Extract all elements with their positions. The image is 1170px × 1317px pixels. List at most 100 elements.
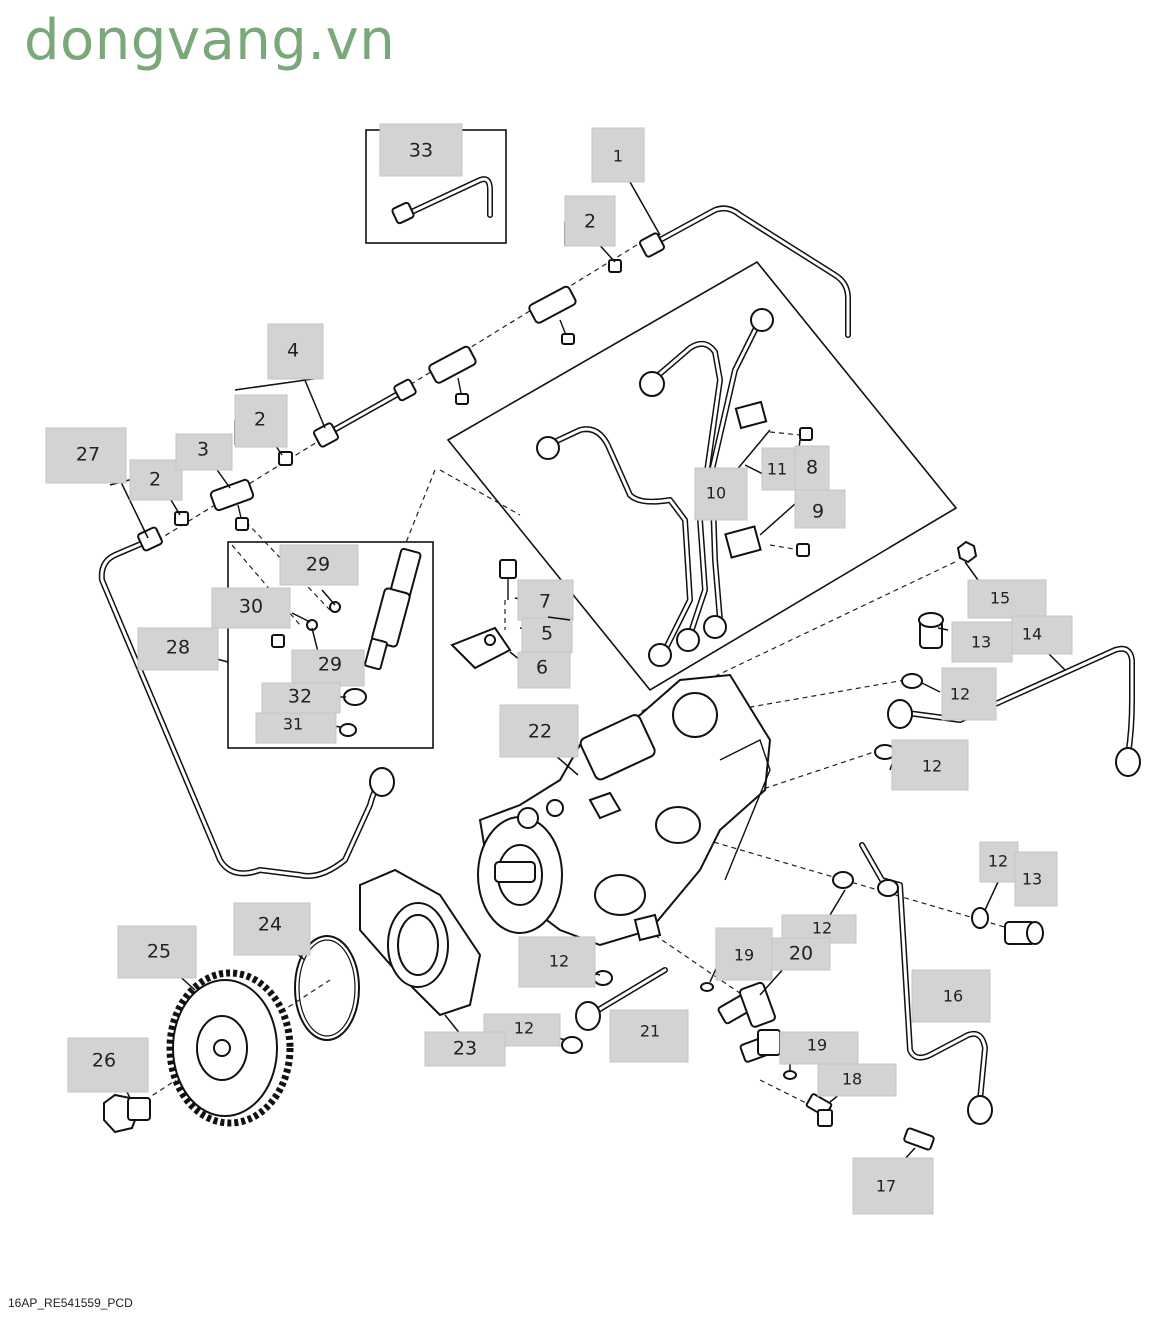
callout-13: 13 — [1014, 851, 1058, 907]
part-14-tube — [887, 645, 1141, 777]
washer-12a — [901, 673, 923, 689]
part-4-tube — [313, 378, 417, 448]
svg-text:4: 4 — [287, 340, 299, 362]
frame-injection-lines — [446, 260, 958, 692]
callout-8: 8 — [794, 445, 830, 491]
nut-2c — [174, 511, 189, 526]
part-17-fitting — [903, 1127, 935, 1151]
callout-19: 19 — [715, 927, 773, 981]
callout-24: 24 — [233, 902, 311, 956]
callout-32: 32 — [261, 682, 341, 714]
svg-text:23: 23 — [453, 1038, 477, 1060]
svg-text:12: 12 — [988, 852, 1008, 871]
part-28-tube — [98, 526, 395, 879]
svg-text:32: 32 — [288, 686, 312, 708]
callout-30: 30 — [211, 587, 291, 629]
callout-1: 1 — [591, 127, 645, 183]
nut-2b — [278, 451, 293, 466]
part-6-clamp — [450, 626, 512, 670]
frame-injector-kit — [227, 541, 434, 749]
callout-12: 12 — [781, 914, 857, 944]
part-24-o-ring — [294, 935, 360, 1041]
svg-text:2: 2 — [149, 469, 161, 491]
svg-text:9: 9 — [812, 501, 824, 523]
callout-7: 7 — [517, 579, 574, 621]
svg-text:2: 2 — [254, 409, 266, 431]
injection-lines — [536, 308, 813, 667]
svg-text:20: 20 — [789, 943, 813, 965]
callout-27: 27 — [45, 427, 127, 484]
callout-28: 28 — [137, 627, 219, 671]
svg-text:12: 12 — [549, 952, 569, 971]
callout-3: 3 — [175, 433, 233, 471]
callout-4: 4 — [267, 323, 324, 380]
svg-text:16: 16 — [943, 987, 963, 1006]
callout-2: 2 — [129, 459, 183, 501]
callout-13: 13 — [951, 621, 1013, 663]
callout-18: 18 — [817, 1063, 897, 1097]
callout-26: 26 — [67, 1037, 149, 1093]
callout-12: 12 — [941, 667, 997, 721]
callout-23: 23 — [424, 1031, 506, 1067]
svg-text:17: 17 — [876, 1177, 896, 1196]
callout-12: 12 — [518, 936, 596, 988]
svg-text:12: 12 — [950, 685, 970, 704]
svg-text:29: 29 — [318, 654, 342, 676]
document-code: 16AP_RE541559_PCD — [8, 1296, 133, 1310]
callout-12: 12 — [891, 739, 969, 791]
svg-text:31: 31 — [283, 715, 303, 734]
part-26-nut — [103, 1093, 151, 1134]
callout-29: 29 — [291, 649, 365, 687]
callout-17: 17 — [852, 1157, 934, 1215]
svg-text:24: 24 — [258, 914, 282, 936]
callout-19: 19 — [779, 1031, 859, 1065]
svg-text:33: 33 — [409, 140, 433, 162]
part-15-nut — [956, 540, 978, 564]
part-16-tube — [859, 842, 993, 1125]
callout-29: 29 — [279, 544, 359, 586]
callout-15: 15 — [967, 579, 1047, 619]
part-7-screw — [499, 559, 517, 600]
callout-2: 2 — [564, 195, 616, 247]
part-23-adapter — [359, 868, 482, 1017]
part-33-tube — [391, 176, 493, 225]
svg-text:8: 8 — [806, 457, 818, 479]
svg-text:5: 5 — [541, 623, 553, 645]
svg-text:7: 7 — [539, 591, 551, 613]
part-21-bolt — [561, 967, 668, 1054]
svg-text:14: 14 — [1022, 625, 1042, 644]
callout-31: 31 — [255, 712, 337, 744]
washer-12c — [832, 871, 854, 889]
callout-14: 14 — [1011, 615, 1073, 655]
part-13-plug-lower — [1004, 921, 1044, 945]
washer-12d — [971, 907, 989, 929]
part-1-tube — [639, 205, 851, 338]
callout-22: 22 — [499, 704, 579, 758]
svg-text:13: 13 — [971, 633, 991, 652]
svg-text:13: 13 — [1022, 870, 1042, 889]
callout-6: 6 — [517, 651, 571, 689]
watermark: dongvang.vn — [24, 8, 396, 73]
callout-12: 12 — [979, 841, 1019, 883]
svg-text:21: 21 — [640, 1022, 660, 1041]
svg-text:12: 12 — [922, 757, 942, 776]
svg-text:22: 22 — [528, 721, 552, 743]
svg-text:10: 10 — [706, 484, 726, 503]
callout-33: 33 — [379, 123, 463, 177]
callout-20: 20 — [771, 937, 831, 971]
callout-2: 2 — [234, 394, 288, 448]
callout-25: 25 — [117, 925, 197, 979]
tee-fitting-upper — [528, 285, 577, 345]
injector — [271, 547, 422, 737]
svg-text:28: 28 — [166, 637, 190, 659]
fuel-injection-pump — [477, 673, 772, 947]
callout-9: 9 — [794, 489, 846, 529]
callout-21: 21 — [609, 1009, 689, 1063]
svg-text:25: 25 — [147, 941, 171, 963]
callout-5: 5 — [521, 617, 573, 654]
svg-text:26: 26 — [92, 1050, 116, 1072]
svg-text:27: 27 — [76, 444, 100, 466]
svg-text:30: 30 — [239, 596, 263, 618]
svg-text:3: 3 — [197, 439, 209, 461]
